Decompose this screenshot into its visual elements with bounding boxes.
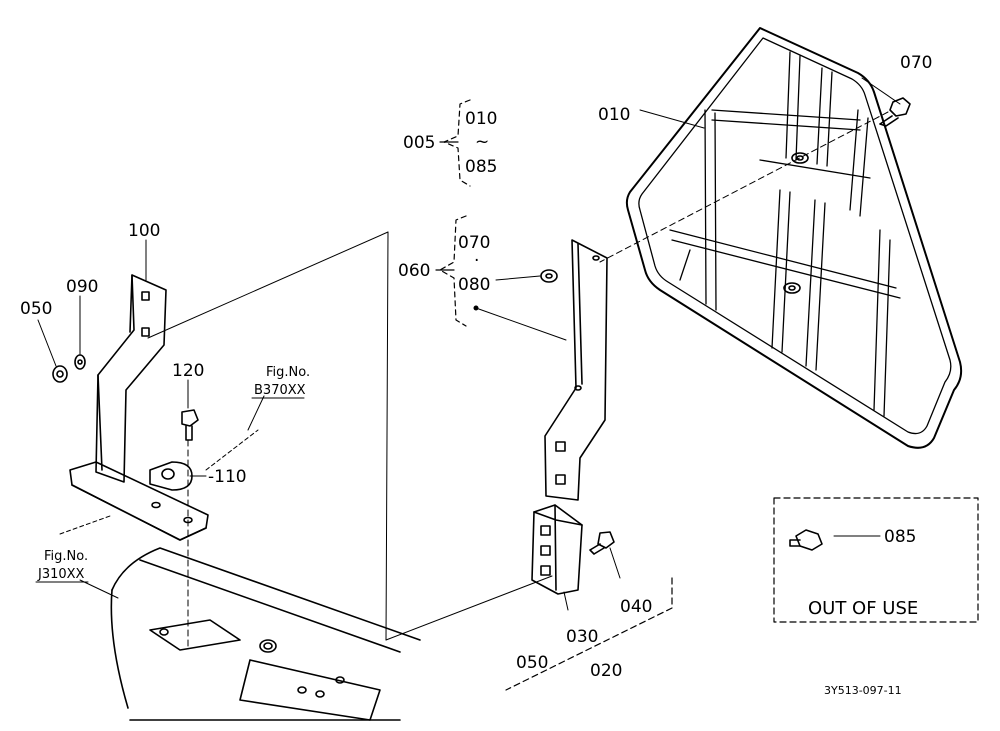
nut-080 <box>540 269 558 283</box>
callout-040: 040 <box>620 597 652 617</box>
leader-lines <box>37 77 901 641</box>
out-of-use-label: OUT OF USE <box>808 598 918 619</box>
washer-090 <box>74 354 86 370</box>
bolt-070 <box>879 97 911 127</box>
callout-050-bottom: 050 <box>516 653 548 673</box>
mirror-panel <box>625 27 963 449</box>
range-tilde: ~ <box>475 132 489 152</box>
fig-ref-b370-number: B370XX <box>254 383 306 398</box>
callout-085: 085 <box>884 527 916 547</box>
callout-070-top: 070 <box>900 53 932 73</box>
callout-100: 100 <box>128 221 160 241</box>
callout-060: 060 <box>398 261 430 281</box>
clip-110 <box>149 461 193 491</box>
left-bracket <box>69 274 209 541</box>
callout-110: -110 <box>208 467 247 487</box>
callout-010: 010 <box>598 105 630 125</box>
nut-050-left <box>52 365 68 383</box>
out-of-use-box <box>773 497 979 623</box>
callout-080: 080 <box>458 275 490 295</box>
fig-ref-j310-prefix: Fig.No. <box>44 549 88 564</box>
callout-005: 005 <box>403 133 435 153</box>
callout-120: 120 <box>172 361 204 381</box>
group-dot: · <box>474 251 479 271</box>
callout-050-left: 050 <box>20 299 52 319</box>
group-brackets <box>435 99 673 691</box>
bolt-040 <box>589 531 615 555</box>
drawing-code: 3Y513-097-11 <box>824 684 902 697</box>
callout-070-group: 070 <box>458 233 490 253</box>
callout-030: 030 <box>566 627 598 647</box>
callout-020: 020 <box>590 661 622 681</box>
fig-ref-b370-prefix: Fig.No. <box>266 365 310 380</box>
bolt-120 <box>181 409 199 441</box>
callout-090: 090 <box>66 277 98 297</box>
upper-bracket <box>544 239 608 501</box>
clamp-030 <box>531 504 583 595</box>
callout-085-range: 085 <box>465 157 497 177</box>
callout-010-range: 010 <box>465 109 497 129</box>
fig-ref-j310-number: J310XX <box>37 567 85 582</box>
tube-assembly <box>110 547 421 721</box>
